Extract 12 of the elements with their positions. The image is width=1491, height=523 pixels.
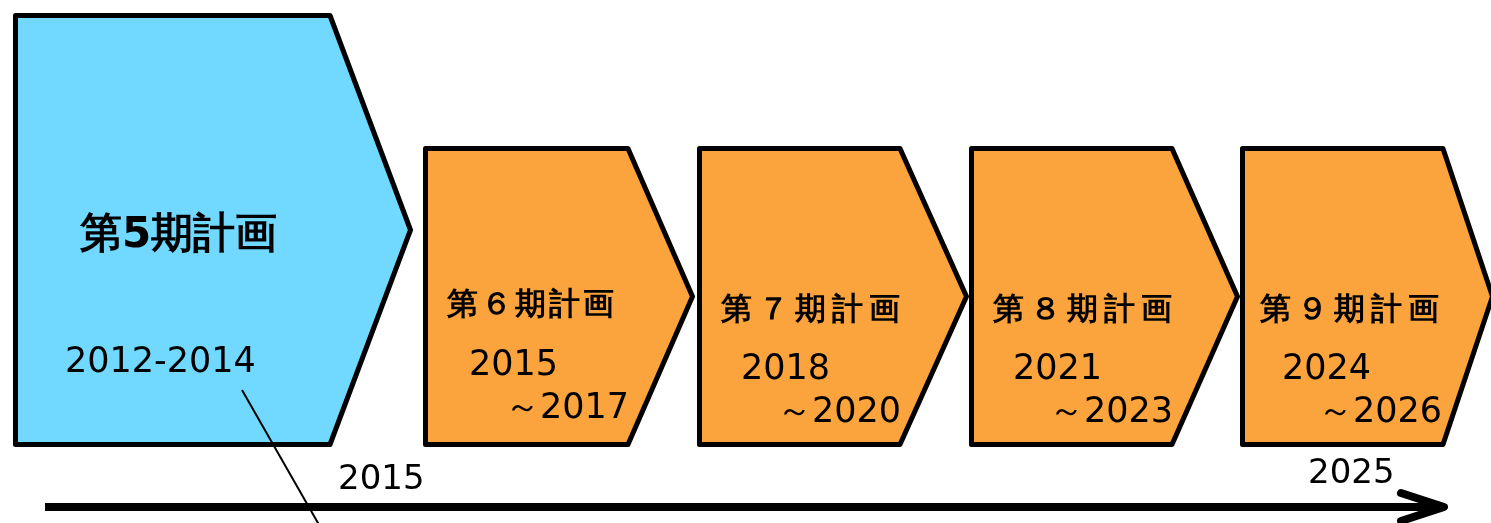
plan-title: 第７期計画	[721, 289, 906, 328]
year-range: 2024 ～2026	[1282, 346, 1442, 432]
year-label: 2025	[1308, 451, 1395, 491]
plan-title: 第８期計画	[993, 289, 1178, 328]
plan-title: 第６期計画	[447, 284, 617, 323]
plan-title: 第９期計画	[1260, 289, 1445, 328]
year-label: 2015	[338, 457, 425, 497]
plan-title: 第5期計画	[80, 207, 278, 259]
year-range: 2012-2014	[65, 340, 256, 380]
year-range: 2021 ～2023	[1013, 346, 1173, 432]
year-range: 2015 ～2017	[469, 342, 629, 428]
year-range: 2018 ～2020	[741, 346, 901, 432]
